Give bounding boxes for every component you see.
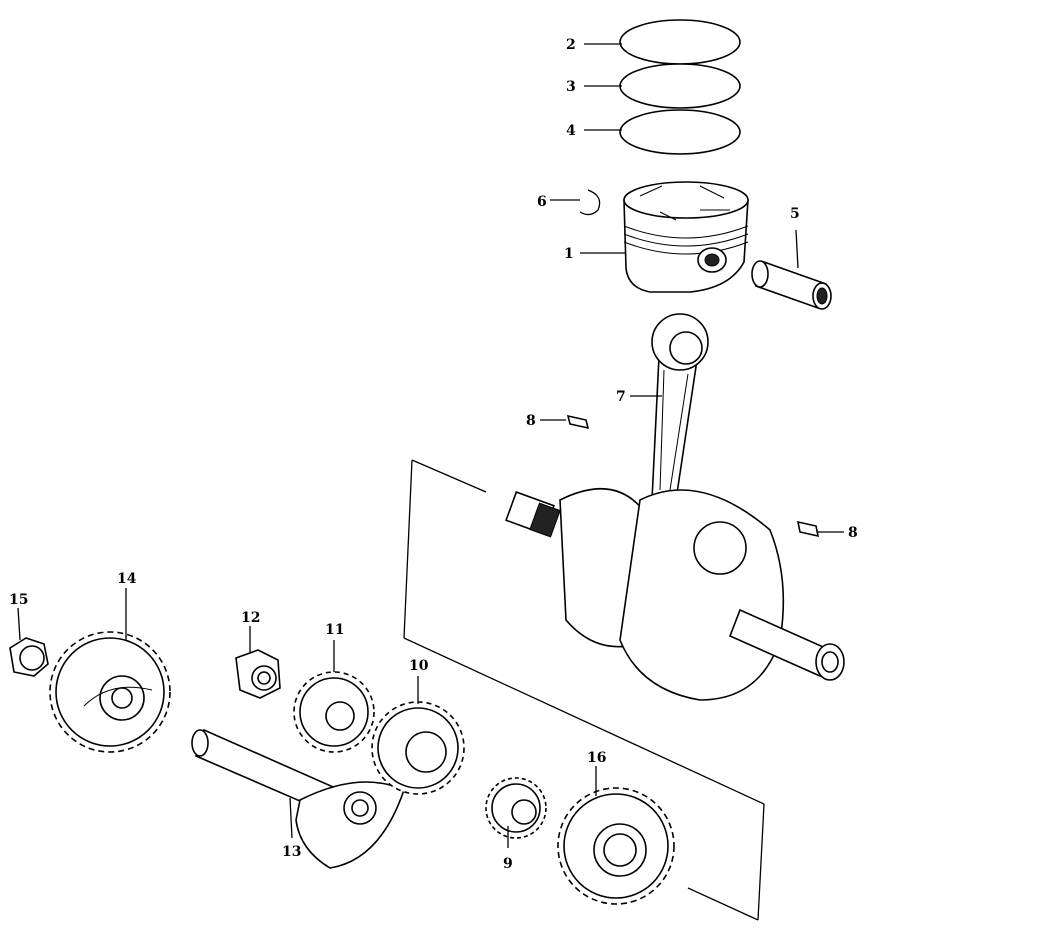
woodruff-key-upper (566, 414, 590, 430)
callout-8-upper: 8 (526, 413, 536, 429)
callout-9: 9 (503, 856, 513, 872)
callout-2: 2 (566, 37, 576, 53)
sprocket-9 (485, 777, 547, 839)
ring-2 (619, 19, 741, 65)
callout-8-right: 8 (848, 525, 858, 541)
woodruff-key-right (796, 520, 820, 538)
callout-13: 13 (282, 844, 301, 860)
balancer-shaft (191, 728, 405, 869)
piston (623, 181, 749, 293)
callout-12: 12 (241, 610, 260, 626)
crankshaft (505, 487, 845, 701)
assembly-bracket (403, 459, 765, 921)
callout-1: 1 (564, 246, 574, 262)
callout-14: 14 (117, 571, 137, 587)
gear-14 (49, 631, 171, 753)
nut-12 (235, 649, 281, 699)
piston-pin (751, 260, 832, 310)
nut-15 (9, 637, 49, 677)
callout-11: 11 (325, 622, 344, 638)
callout-5: 5 (790, 206, 800, 222)
ring-3 (619, 63, 741, 109)
connecting-rod (651, 313, 709, 501)
callout-3: 3 (566, 79, 576, 95)
leader-lines (17, 43, 844, 848)
callout-16: 16 (587, 750, 606, 766)
ring-4 (619, 109, 741, 155)
callout-4: 4 (566, 123, 576, 139)
gear-11 (293, 671, 375, 753)
callout-15: 15 (9, 592, 28, 608)
callout-7: 7 (616, 389, 626, 405)
callout-6: 6 (537, 194, 547, 210)
gear-16 (557, 787, 675, 905)
callout-10: 10 (409, 658, 429, 674)
gear-10 (371, 701, 465, 795)
circlip (579, 189, 601, 216)
